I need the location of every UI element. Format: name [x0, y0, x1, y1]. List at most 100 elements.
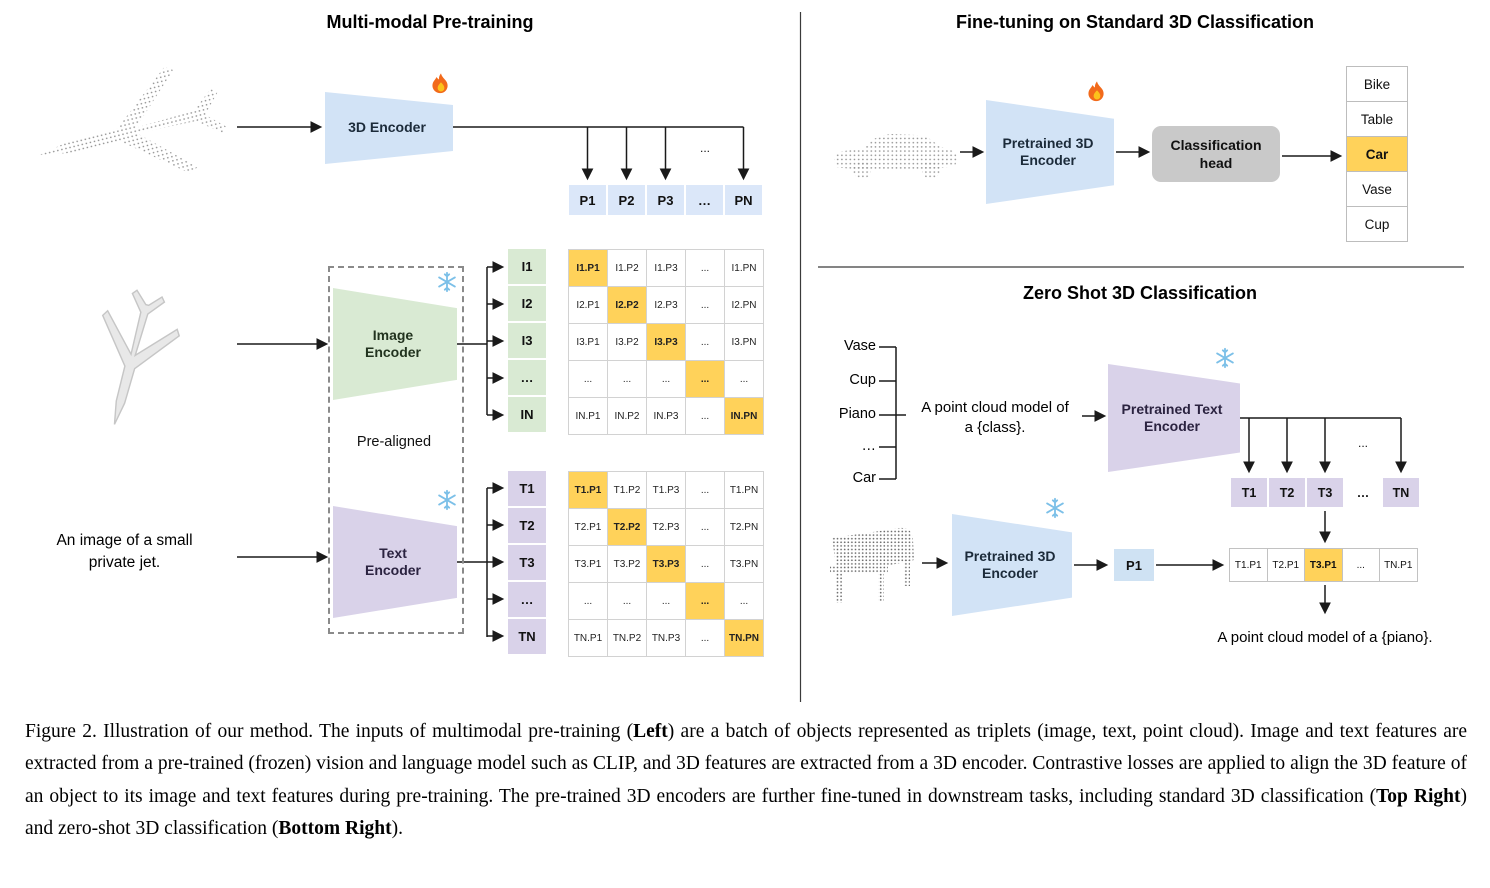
zeroshot-result-row: T1.P1 T2.P1 T3.P1 ... TN.P1: [1229, 548, 1418, 582]
airplane-point-cloud-image: [39, 67, 227, 174]
prealigned-box: [328, 266, 464, 634]
p-branch-ellipsis: ...: [699, 141, 710, 155]
matrix-cell: I1.P2: [608, 250, 647, 287]
i-header-cell: IN: [508, 397, 546, 432]
text-input: An image of a small private jet.: [56, 532, 193, 571]
3d-encoder-label: 3D Encoder: [348, 119, 426, 136]
matrix-cell: ...: [686, 583, 725, 620]
text-pointcloud-similarity-matrix: T1.P1 T1.P2 T1.P3 ... T1.PN T2.P1 T2.P2 …: [568, 471, 764, 657]
i-feature-column: I1 I2 I3 … IN: [508, 249, 546, 434]
pretrained-text-encoder: Pretrained Text Encoder: [1108, 364, 1240, 472]
caption-text: ).: [391, 818, 403, 840]
t-feature-column: T1 T2 T3 … TN: [508, 471, 546, 656]
matrix-cell: T2.P3: [647, 509, 686, 546]
pretrained-3d-encoder-label: Pretrained 3D Encoder: [964, 547, 1056, 582]
class-cell-highlighted: Car: [1346, 136, 1408, 172]
i-header-cell: …: [508, 360, 546, 395]
t-header-cell: T3: [508, 545, 546, 580]
prealigned-label: Pre-aligned: [356, 434, 432, 450]
t-cell: T2: [1268, 477, 1306, 508]
text-encoder-label: Text Encoder: [364, 544, 421, 579]
matrix-cell: T1.P2: [608, 472, 647, 509]
p-header-cell: P2: [607, 184, 646, 216]
matrix-cell: I3.PN: [725, 324, 764, 361]
right-bottom-section-title: Zero Shot 3D Classification: [1022, 283, 1258, 303]
p-header-cell: P1: [568, 184, 607, 216]
i-header-cell: I1: [508, 249, 546, 284]
car-point-cloud-image: [834, 134, 957, 179]
matrix-cell: ...: [647, 583, 686, 620]
matrix-cell: IN.P2: [608, 398, 647, 435]
matrix-cell: I2.P1: [569, 287, 608, 324]
matrix-cell: ...: [686, 398, 725, 435]
snowflake-icon: [1046, 497, 1064, 519]
caption-bold: Left: [633, 721, 668, 742]
matrix-cell: ...: [608, 361, 647, 398]
matrix-cell: ...: [647, 361, 686, 398]
caption-text: ) are a batch of objects represented as …: [25, 721, 1467, 807]
snowflake-icon: [1216, 347, 1234, 369]
text-encoder: Text Encoder: [333, 506, 457, 618]
piano-point-cloud-image: [830, 527, 914, 603]
pretrained-3d-encoder-finetune: Pretrained 3D Encoder: [986, 100, 1114, 204]
fire-icon: [432, 73, 448, 94]
t-branch-ellipsis: ...: [1357, 436, 1368, 450]
matrix-cell: ...: [686, 472, 725, 509]
matrix-cell: I2.P2: [608, 287, 647, 324]
matrix-cell: T2.PN: [725, 509, 764, 546]
class-cell: Table: [1346, 101, 1408, 137]
result-cell: T2.P1: [1266, 548, 1305, 582]
matrix-cell: I2.PN: [725, 287, 764, 324]
matrix-cell: T1.P3: [647, 472, 686, 509]
matrix-cell: I3.P1: [569, 324, 608, 361]
classification-head: Classification head: [1152, 126, 1280, 182]
matrix-cell: TN.P3: [647, 620, 686, 657]
pretrained-3d-encoder-label: Pretrained 3D Encoder: [1002, 134, 1094, 169]
matrix-cell: ...: [686, 546, 725, 583]
figure-caption: Figure 2. Illustration of our method. Th…: [25, 716, 1467, 845]
caption-bold: Bottom Right: [278, 818, 392, 840]
class-cell: Vase: [1346, 171, 1408, 207]
p-header-cell: PN: [724, 184, 763, 216]
matrix-cell: TN.P1: [569, 620, 608, 657]
image-pointcloud-similarity-matrix: I1.P1 I1.P2 I1.P3 ... I1.PN I2.P1 I2.P2 …: [568, 249, 764, 435]
caption-bold: Top Right: [1376, 785, 1461, 807]
matrix-cell: ...: [686, 361, 725, 398]
zeroshot-class-word: Cup: [849, 372, 876, 388]
zeroshot-class-word: Car: [852, 470, 876, 486]
matrix-cell: ...: [686, 509, 725, 546]
p1-feature-cell: P1: [1114, 549, 1154, 581]
zeroshot-class-word: Piano: [838, 406, 876, 422]
p-header-cell: …: [685, 184, 724, 216]
t-cell: TN: [1382, 477, 1420, 508]
matrix-cell: I3.P2: [608, 324, 647, 361]
matrix-cell: I3.P3: [647, 324, 686, 361]
matrix-cell: TN.P2: [608, 620, 647, 657]
matrix-cell: ...: [569, 361, 608, 398]
result-cell: TN.P1: [1379, 548, 1418, 582]
matrix-cell: T2.P2: [608, 509, 647, 546]
t-header-cell: T1: [508, 471, 546, 506]
matrix-cell: TN.PN: [725, 620, 764, 657]
snowflake-icon: [438, 489, 456, 511]
matrix-cell: T3.P2: [608, 546, 647, 583]
3d-encoder: 3D Encoder: [325, 92, 453, 164]
image-encoder-label: Image Encoder: [364, 326, 421, 361]
matrix-cell: T3.P1: [569, 546, 608, 583]
matrix-cell: ...: [686, 250, 725, 287]
zeroshot-t-row: T1 T2 T3 … TN: [1230, 477, 1420, 508]
matrix-cell: ...: [608, 583, 647, 620]
matrix-cell: ...: [569, 583, 608, 620]
t-cell: T3: [1306, 477, 1344, 508]
pretrained-3d-encoder-zeroshot: Pretrained 3D Encoder: [952, 514, 1072, 616]
zeroshot-output-text: A point cloud model of a {piano}.: [1217, 629, 1433, 646]
t-cell: T1: [1230, 477, 1268, 508]
t-header-cell: TN: [508, 619, 546, 654]
zeroshot-class-word: …: [861, 438, 877, 454]
matrix-cell: I1.PN: [725, 250, 764, 287]
matrix-cell: ...: [686, 620, 725, 657]
class-cell: Cup: [1346, 206, 1408, 242]
matrix-cell: ...: [725, 583, 764, 620]
matrix-cell: IN.P3: [647, 398, 686, 435]
matrix-cell: I1.P1: [569, 250, 608, 287]
